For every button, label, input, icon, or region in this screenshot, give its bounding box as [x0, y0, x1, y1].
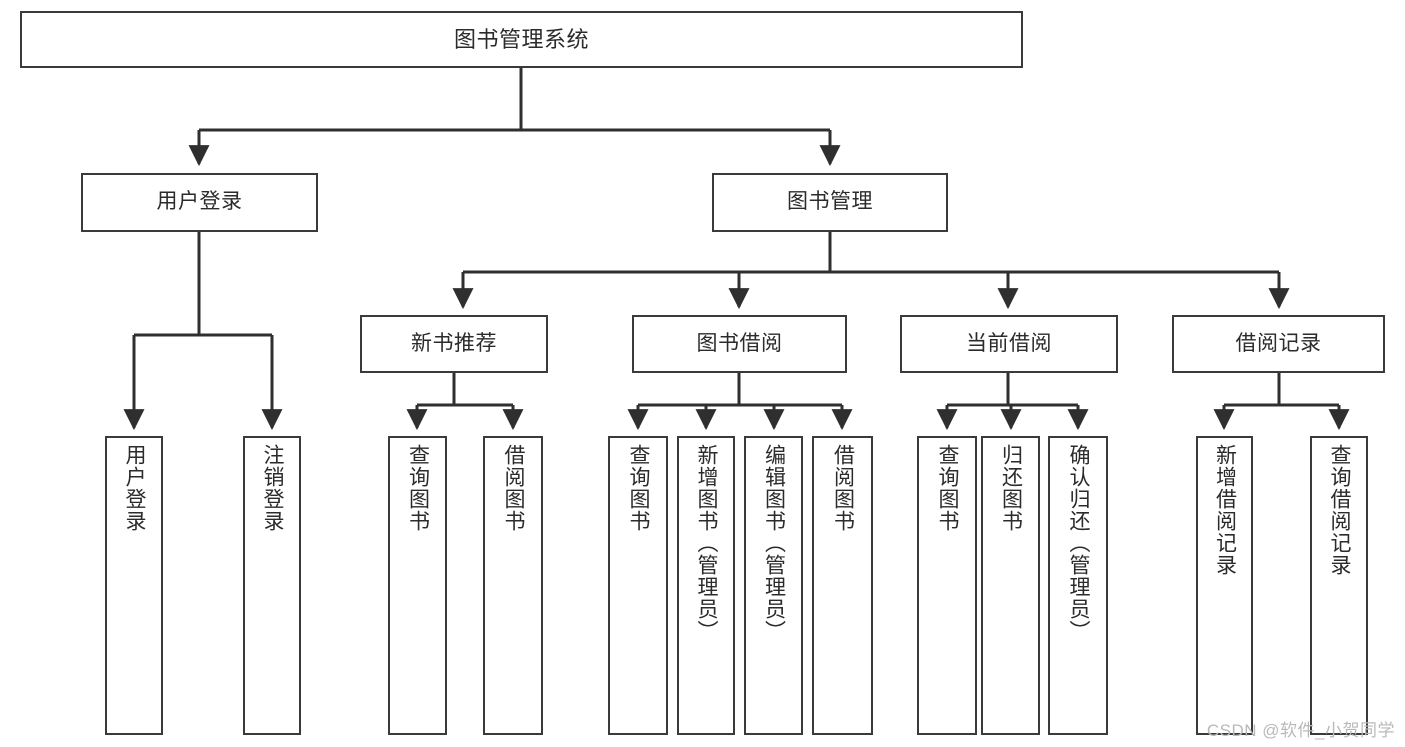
node-leaf-query-book-3[interactable]: 查询图书: [917, 436, 977, 735]
node-leaf-user-logout-label: 注销登录: [261, 444, 285, 532]
node-book-borrow-label: 图书借阅: [696, 331, 783, 355]
node-leaf-user-login-label: 用户登录: [123, 444, 147, 532]
node-leaf-query-book-1[interactable]: 查询图书: [388, 436, 447, 735]
node-borrow-record-label: 借阅记录: [1235, 331, 1322, 355]
node-book-manage-label: 图书管理: [787, 190, 873, 214]
node-current-borrow[interactable]: 当前借阅: [900, 315, 1118, 373]
node-leaf-add-book-label: 新增图书（管理员）: [695, 444, 719, 642]
node-new-book-recommend[interactable]: 新书推荐: [360, 315, 548, 373]
node-user-login[interactable]: 用户登录: [81, 173, 318, 232]
node-leaf-user-logout[interactable]: 注销登录: [243, 436, 301, 735]
node-book-manage[interactable]: 图书管理: [712, 173, 948, 232]
node-new-book-recommend-label: 新书推荐: [411, 331, 497, 355]
node-leaf-query-record-label: 查询借阅记录: [1328, 444, 1352, 576]
node-leaf-query-book-2-label: 查询图书: [627, 444, 651, 532]
node-leaf-borrow-book-2-label: 借阅图书: [831, 444, 855, 532]
node-leaf-add-book[interactable]: 新增图书（管理员）: [677, 436, 735, 735]
node-book-borrow[interactable]: 图书借阅: [632, 315, 847, 373]
node-current-borrow-label: 当前借阅: [966, 331, 1052, 355]
node-leaf-add-record[interactable]: 新增借阅记录: [1196, 436, 1253, 735]
node-root-label: 图书管理系统: [453, 26, 589, 52]
node-leaf-user-login[interactable]: 用户登录: [105, 436, 163, 735]
node-leaf-query-book-1-label: 查询图书: [406, 444, 430, 532]
node-leaf-return-book[interactable]: 归还图书: [981, 436, 1040, 735]
node-leaf-query-book-3-label: 查询图书: [936, 444, 960, 532]
node-leaf-edit-book[interactable]: 编辑图书（管理员）: [744, 436, 803, 735]
node-leaf-query-book-2[interactable]: 查询图书: [608, 436, 668, 735]
node-leaf-confirm-return-label: 确认归还（管理员）: [1067, 444, 1091, 642]
node-leaf-edit-book-label: 编辑图书（管理员）: [762, 444, 786, 642]
node-leaf-return-book-label: 归还图书: [999, 444, 1023, 532]
node-user-login-label: 用户登录: [156, 190, 243, 214]
csdn-watermark: CSDN @软件_小贺同学: [1206, 721, 1395, 740]
node-leaf-borrow-book-2[interactable]: 借阅图书: [812, 436, 873, 735]
node-leaf-borrow-book-1[interactable]: 借阅图书: [483, 436, 543, 735]
node-leaf-confirm-return[interactable]: 确认归还（管理员）: [1048, 436, 1108, 735]
node-leaf-add-record-label: 新增借阅记录: [1213, 444, 1237, 576]
node-leaf-borrow-book-1-label: 借阅图书: [502, 444, 526, 532]
node-borrow-record[interactable]: 借阅记录: [1172, 315, 1385, 373]
node-root[interactable]: 图书管理系统: [20, 11, 1023, 68]
node-leaf-query-record[interactable]: 查询借阅记录: [1310, 436, 1368, 735]
